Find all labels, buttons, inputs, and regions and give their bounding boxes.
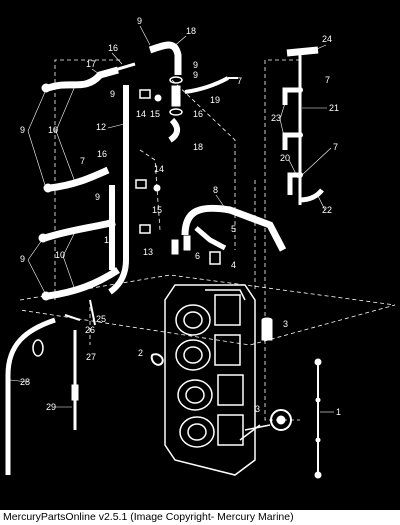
link-rod — [314, 358, 322, 479]
callout-24: 24 — [322, 34, 332, 44]
left-fuel-hoses — [38, 66, 120, 301]
clip-2 — [150, 353, 164, 366]
callout-13: 13 — [143, 247, 153, 257]
callout-19: 19 — [210, 95, 220, 105]
top-center-hoses — [148, 41, 238, 143]
callout-10: 10 — [55, 250, 65, 260]
fittings-4-5-6 — [171, 226, 227, 265]
callout-16: 16 — [193, 109, 203, 119]
callout-17: 17 — [86, 59, 96, 69]
callout-20: 20 — [280, 153, 290, 163]
callout-12: 12 — [96, 122, 106, 132]
callout-16: 16 — [108, 43, 118, 53]
right-fuel-rail-hoses — [282, 46, 324, 205]
callout-18: 18 — [186, 26, 196, 36]
callout-9: 9 — [20, 254, 25, 264]
callout-2: 2 — [138, 348, 143, 358]
hose-clamps — [135, 89, 162, 234]
callout-7: 7 — [325, 75, 330, 85]
fuel-filter — [261, 317, 273, 341]
callout-4: 4 — [231, 260, 236, 270]
callout-21: 21 — [329, 103, 339, 113]
callout-9: 9 — [20, 125, 25, 135]
callout-3: 3 — [283, 319, 288, 329]
callout-labels: 1 2 3 3 4 5 6 7 7 7 7 8 9 9 9 9 9 9 9 10… — [20, 16, 341, 417]
callout-9: 9 — [110, 89, 115, 99]
fuel-system-exploded-diagram: 1 2 3 3 4 5 6 7 7 7 7 8 9 9 9 9 9 9 9 10… — [5, 16, 396, 479]
callout-7: 7 — [237, 76, 242, 86]
callout-25: 25 — [96, 314, 106, 324]
callout-11: 11 — [104, 235, 113, 245]
callout-5: 5 — [231, 224, 236, 234]
callout-14: 14 — [136, 109, 146, 119]
callout-7: 7 — [333, 142, 338, 152]
carburetor-assembly — [164, 284, 261, 476]
callout-26: 26 — [85, 325, 95, 335]
image-caption: MercuryPartsOnline v2.5.1 (Image Copyrig… — [0, 510, 400, 525]
callout-23: 23 — [271, 113, 281, 123]
callout-3: 3 — [255, 404, 260, 414]
callout-15: 15 — [152, 205, 162, 215]
leader-lines — [9, 25, 334, 413]
callout-6: 6 — [195, 251, 200, 261]
callout-1: 1 — [336, 407, 341, 417]
callout-8: 8 — [213, 185, 218, 195]
callout-28: 28 — [20, 377, 30, 387]
callout-10: 10 — [48, 125, 58, 135]
callout-7: 7 — [80, 156, 85, 166]
callout-9: 9 — [95, 192, 100, 202]
callout-9: 9 — [193, 60, 198, 70]
callout-9: 9 — [137, 16, 142, 26]
callout-14: 14 — [154, 164, 164, 174]
callout-15: 15 — [150, 109, 160, 119]
callout-27: 27 — [86, 352, 96, 362]
callout-29: 29 — [46, 402, 56, 412]
vertical-fuel-lines — [107, 62, 136, 295]
callout-22: 22 — [322, 205, 332, 215]
hose-8 — [181, 204, 287, 252]
callout-18: 18 — [193, 142, 203, 152]
lower-left-parts — [5, 299, 96, 475]
callout-9: 9 — [193, 70, 198, 80]
callout-16: 16 — [97, 149, 107, 159]
fuel-pump — [244, 409, 292, 431]
